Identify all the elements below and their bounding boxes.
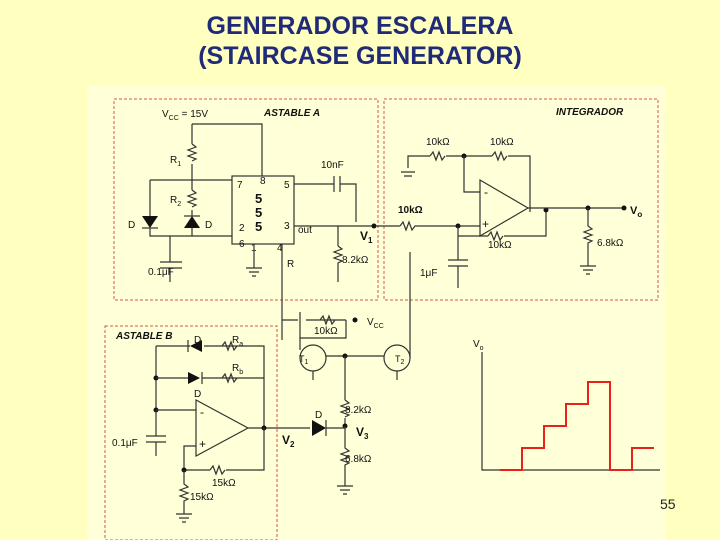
resistor-r1 — [186, 143, 198, 162]
vcc-rail — [192, 123, 263, 180]
graph-axes — [481, 352, 660, 471]
resistor-10k-bot — [487, 230, 504, 242]
pin-label: 6 — [239, 239, 245, 250]
r-8k2-b-label: 8.2kΩ — [345, 405, 372, 416]
slide-title: GENERADOR ESCALERA — [206, 12, 514, 40]
t1-label: T1 — [299, 354, 309, 366]
opamp-astable-b — [195, 398, 250, 458]
d-b2-label: D — [194, 389, 201, 400]
vo-label: Vo — [630, 205, 642, 219]
staircase-line — [500, 381, 654, 471]
diode-b1 — [190, 340, 202, 352]
r-6k8-a-label: 6.8kΩ — [597, 238, 624, 249]
ground-icon — [246, 244, 262, 277]
ground-icon — [580, 265, 596, 275]
diode-right — [184, 216, 200, 228]
resistor-6k8-a — [582, 208, 594, 266]
integrador-label: INTEGRADOR — [556, 107, 624, 118]
vcc2-label: VCC — [367, 317, 384, 330]
astable-b-box — [104, 325, 278, 540]
ground-icon — [337, 485, 353, 495]
resistor-15k-b — [178, 470, 190, 514]
pin-label: 5 — [284, 180, 290, 191]
r-6k8-b-label: 6.8kΩ — [345, 454, 372, 465]
pin-label: 7 — [237, 180, 243, 191]
resistor-8k2-a — [332, 245, 344, 282]
v2-label: V2 — [282, 433, 295, 449]
resistor-6k8-b — [339, 426, 351, 486]
graph-vo-label: Vo — [473, 339, 484, 352]
op-minus: - — [484, 185, 488, 199]
r1-label: R1 — [170, 155, 181, 168]
ground-icon — [401, 171, 415, 177]
ic-555 — [231, 175, 295, 245]
r-8k2-a-label: 8.2kΩ — [342, 255, 369, 266]
r-10k-in-label: 10kΩ — [398, 205, 423, 216]
r-10k-bot-label: 10kΩ — [488, 240, 512, 251]
r-10k-t-label: 10kΩ — [314, 326, 338, 337]
pin-label: 8 — [260, 176, 266, 187]
diode-left-label: D — [128, 220, 135, 231]
ground-icon — [176, 513, 192, 523]
resistor-10k-b — [491, 150, 508, 162]
capacitor-1uf — [448, 236, 468, 288]
resistor-15k-a — [209, 464, 226, 476]
ic-digit: 5 — [255, 191, 262, 206]
op-plus: + — [199, 437, 206, 451]
page-number: 55 — [660, 496, 676, 512]
v3-label: V3 — [356, 425, 369, 441]
r-15k-a-label: 15kΩ — [212, 478, 236, 489]
diode-b2 — [188, 372, 200, 384]
c-01uf-a-label: 0.1μF — [148, 267, 174, 278]
ra-label: Ra — [232, 335, 243, 348]
reset-label: R — [287, 259, 294, 270]
op-plus: + — [482, 217, 489, 231]
astable-a-box — [113, 98, 379, 301]
pin-label: 4 — [277, 243, 283, 254]
resistor-8k2-b — [339, 399, 351, 418]
astable-a-label: ASTABLE A — [263, 108, 320, 119]
pin-label: 2 — [239, 223, 245, 234]
staircase-waveform — [500, 381, 654, 471]
resistor-rb — [221, 372, 238, 384]
op-minus: - — [200, 405, 204, 419]
c-01uf-b-label: 0.1μF — [112, 438, 138, 449]
rb-label: Rb — [232, 363, 243, 376]
ic-digit: 5 — [255, 205, 262, 220]
integrador-box — [383, 98, 659, 301]
pin-label: 3 — [284, 221, 290, 232]
astable-b-label: ASTABLE B — [115, 331, 172, 342]
diode-b3 — [312, 420, 326, 436]
diode-right-label: D — [205, 220, 212, 231]
slide-subtitle: (STAIRCASE GENERATOR) — [198, 42, 522, 70]
capacitor-10nf — [294, 176, 357, 214]
vcc-label: VCC = 15V — [162, 109, 208, 122]
resistor-r2 — [186, 189, 198, 208]
c-1uf-label: 1μF — [420, 268, 437, 279]
r2-label: R2 — [170, 195, 181, 208]
t2-label: T2 — [395, 354, 405, 366]
resistor-10k-a — [429, 150, 446, 162]
r-10k-b-label: 10kΩ — [490, 137, 514, 148]
ic-digit: 5 — [255, 219, 262, 234]
d-b3-label: D — [315, 410, 322, 421]
resistor-10k-in — [399, 220, 424, 232]
capacitor-01uf-b — [146, 409, 196, 456]
r-10k-a-label: 10kΩ — [426, 137, 450, 148]
r-15k-b-label: 15kΩ — [190, 492, 214, 503]
d-b1-label: D — [194, 335, 201, 346]
c-10nf-label: 10nF — [321, 160, 344, 171]
opamp-integrador — [479, 178, 530, 238]
out-label: out — [298, 225, 312, 236]
resistor-ra — [221, 340, 238, 352]
diode-left — [142, 216, 158, 228]
v1-label: V1 — [360, 229, 373, 245]
resistor-10k-t — [319, 314, 336, 326]
capacitor-01uf-a — [160, 261, 182, 269]
